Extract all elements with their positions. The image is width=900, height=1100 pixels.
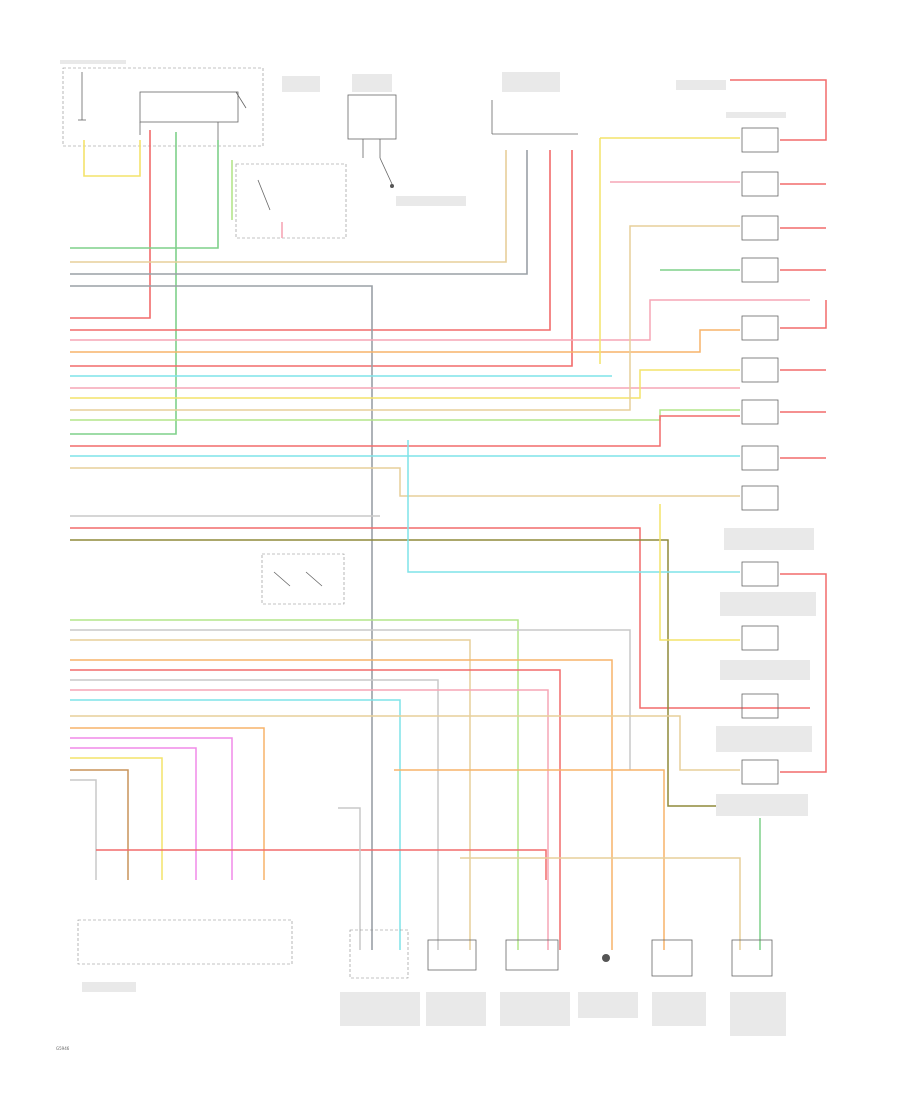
- top-left-relay-area: [62, 67, 264, 147]
- inertia-switch: [235, 163, 347, 239]
- lower-bus-wires: [70, 619, 761, 950]
- top-wires: [70, 130, 573, 950]
- fuel-pump-relay: [347, 94, 397, 188]
- injector-column: [741, 127, 779, 785]
- left-bus-wires: [70, 137, 810, 807]
- injector-power-wires: [730, 79, 827, 773]
- transmission-range-switch: [261, 553, 345, 605]
- bottom-sensors: [77, 919, 773, 979]
- label-placeholders: [60, 60, 816, 1036]
- pcm-connector-top: [491, 100, 578, 135]
- page-code: G5946: [56, 1046, 70, 1051]
